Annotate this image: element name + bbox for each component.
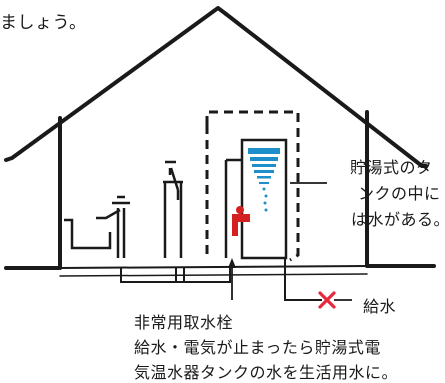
tank-enclosure	[205, 110, 300, 262]
pipe-to-supply	[284, 258, 322, 301]
hydrant-faucet	[165, 160, 180, 200]
tank-label-line-2: ンクの中に	[358, 184, 441, 203]
floor-line-2	[59, 273, 368, 277]
sink-faucet	[96, 195, 130, 220]
description-line-2: 気温水器タンクの水を生活用水に。	[134, 363, 399, 382]
sink-basin	[64, 218, 112, 250]
tank-label-line-3: は水がある。	[351, 210, 445, 229]
water-heater-tank	[240, 138, 288, 260]
water-supply-label: 給水	[363, 297, 397, 316]
tank-water	[248, 148, 280, 212]
supply-cross-icon	[318, 291, 336, 309]
hydrant-column	[163, 180, 183, 258]
hydrant-arrowhead	[228, 258, 236, 268]
top-caption-fragment: ましょう。	[0, 13, 87, 33]
tank-label-line-1: 貯湯式のタ	[350, 158, 433, 177]
floor-line	[59, 265, 368, 269]
tank-faucet	[232, 206, 250, 236]
house-roof-left	[4, 6, 228, 162]
description-line-1: 給水・電気が止まったら貯湯式電	[134, 338, 381, 357]
tank-pipe	[224, 158, 242, 258]
sink-pipe	[116, 208, 126, 258]
emergency-hydrant-label: 非常用取水栓	[134, 313, 234, 332]
house-roof-right	[224, 12, 428, 168]
